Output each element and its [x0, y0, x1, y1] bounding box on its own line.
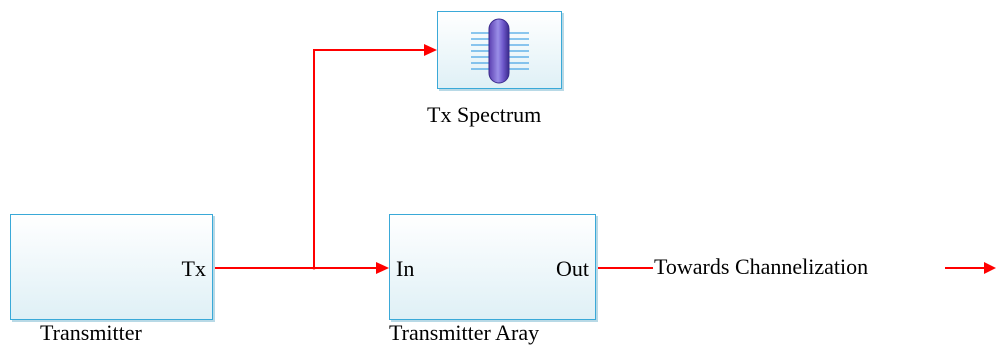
- arrowhead-channelization: [984, 262, 996, 274]
- transmitter-array-port-out: Out: [556, 256, 589, 281]
- transmitter-array-block[interactable]: In Out: [389, 214, 596, 320]
- transmitter-label: Transmitter: [40, 320, 142, 345]
- spectrum-scope-icon: [470, 18, 529, 83]
- signal-label-towards-channelization[interactable]: Towards Channelization: [654, 254, 869, 279]
- branch-point: [312, 266, 316, 270]
- transmitter-block[interactable]: Tx: [10, 214, 213, 320]
- tx-spectrum-block[interactable]: [437, 11, 562, 89]
- arrowhead-in: [376, 262, 389, 274]
- transmitter-array-label: Transmitter Aray: [389, 320, 540, 345]
- arrowhead-spectrum: [424, 44, 437, 56]
- transmitter-array-port-in: In: [396, 256, 415, 281]
- transmitter-port-tx: Tx: [181, 256, 206, 281]
- tx-spectrum-label: Tx Spectrum: [427, 102, 542, 127]
- wire-branch-to-spectrum[interactable]: [313, 49, 426, 268]
